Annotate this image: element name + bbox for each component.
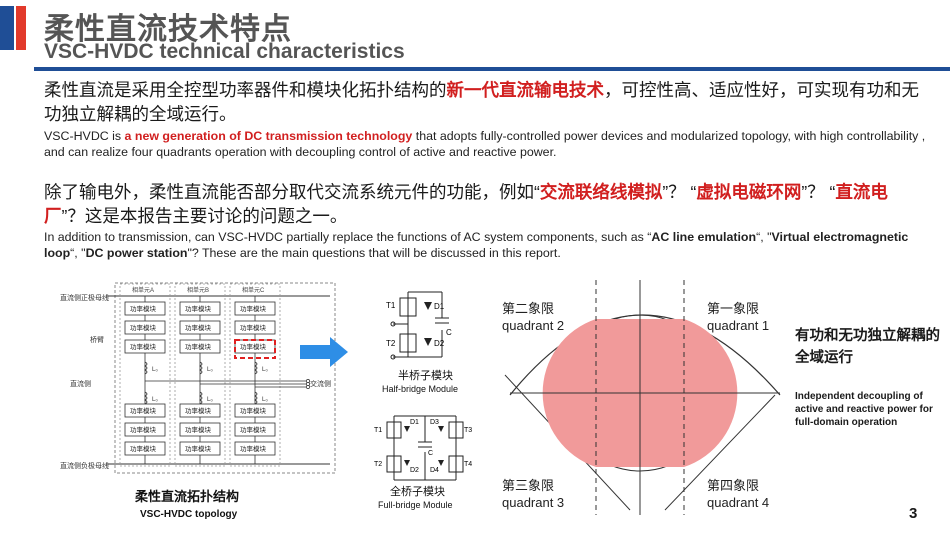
power-module bbox=[234, 320, 276, 335]
full-t1-label: T1 bbox=[374, 427, 382, 434]
quadrant-3-label-cn: 第三象限 bbox=[502, 478, 554, 493]
phase-unit-label: 相单元C bbox=[242, 286, 265, 294]
inductor bbox=[254, 361, 258, 375]
side-note-cn: 有功和无功独立解耦的全域运行 bbox=[795, 328, 940, 366]
full-d1-label: D1 bbox=[410, 419, 419, 426]
inductor bbox=[254, 391, 258, 405]
power-module-label: 功率模块 bbox=[240, 304, 267, 313]
vsc-hvdc-topology-diagram: 相单元A功率模块功率模块功率模块功率模块功率模块功率模块L₀L₀相单元B功率模块… bbox=[60, 282, 336, 520]
side-note-en: Independent decoupling of active and rea… bbox=[795, 391, 933, 428]
power-module bbox=[124, 422, 166, 437]
full-t4-label: T4 bbox=[464, 461, 472, 468]
half-d2-label: D2 bbox=[434, 339, 445, 348]
power-module-label: 功率模块 bbox=[240, 342, 267, 351]
title-rule bbox=[34, 67, 950, 71]
inductor-label: L₀ bbox=[207, 367, 213, 373]
inductor-label: L₀ bbox=[152, 367, 158, 373]
half-bridge-caption-en: Half-bridge Module bbox=[382, 384, 458, 394]
half-d1-label: D1 bbox=[434, 302, 445, 311]
power-module-label: 功率模块 bbox=[185, 406, 212, 415]
power-module bbox=[234, 422, 276, 437]
power-module bbox=[234, 301, 276, 316]
power-module bbox=[179, 320, 221, 335]
logo-icon bbox=[0, 6, 26, 50]
half-t2-label: T2 bbox=[386, 339, 396, 348]
power-module-label: 功率模块 bbox=[130, 304, 157, 313]
power-module bbox=[124, 441, 166, 456]
quadrant-2-label-cn: 第二象限 bbox=[502, 301, 554, 316]
inductor-label: L₀ bbox=[262, 367, 268, 373]
inductor bbox=[199, 391, 203, 405]
ac-terminal bbox=[306, 385, 310, 389]
page-title: 柔性直流技术特点 bbox=[44, 13, 292, 46]
highlighted-power-module bbox=[234, 339, 276, 359]
power-module bbox=[234, 441, 276, 456]
power-module bbox=[179, 422, 221, 437]
power-module-label: 功率模块 bbox=[240, 444, 267, 453]
power-module-label: 功率模块 bbox=[185, 425, 212, 434]
full-t3-label: T3 bbox=[464, 427, 472, 434]
power-module bbox=[179, 301, 221, 316]
full-t2-label: T2 bbox=[374, 461, 382, 468]
full-d4-label: D4 bbox=[430, 467, 439, 474]
power-module-label: 功率模块 bbox=[185, 444, 212, 453]
phase-unit-label: 相单元A bbox=[132, 286, 154, 294]
pq-quadrant-diagram: 第二象限 quadrant 2 第一象限 quadrant 1 第三象限 qua… bbox=[502, 280, 781, 515]
full-d3-label: D3 bbox=[430, 419, 439, 426]
quadrant-4-label-cn: 第四象限 bbox=[707, 478, 759, 493]
right-arrow-icon bbox=[300, 337, 348, 367]
topology-caption-en: VSC-HVDC topology bbox=[140, 509, 238, 520]
full-bridge-caption-cn: 全桥子模块 bbox=[390, 484, 445, 498]
full-bridge-caption-en: Full-bridge Module bbox=[378, 500, 453, 510]
inductor bbox=[144, 361, 148, 375]
page-subtitle: VSC-HVDC technical characteristics bbox=[44, 40, 405, 63]
dc-side-label: 直流侧 bbox=[70, 379, 91, 388]
quadrant-1-label-en: quadrant 1 bbox=[707, 318, 769, 333]
power-module-label: 功率模块 bbox=[240, 425, 267, 434]
half-bridge-caption-cn: 半桥子模块 bbox=[398, 368, 453, 382]
power-module-label: 功率模块 bbox=[185, 323, 212, 332]
full-c-label: C bbox=[428, 450, 433, 457]
power-module bbox=[124, 339, 166, 354]
inductor bbox=[144, 391, 148, 405]
phase-unit-label: 相单元B bbox=[187, 286, 209, 294]
power-module-label: 功率模块 bbox=[130, 444, 157, 453]
power-module-label: 功率模块 bbox=[130, 406, 157, 415]
inductor-label: L₀ bbox=[262, 397, 268, 403]
page-number: 3 bbox=[909, 505, 918, 522]
half-t1-label: T1 bbox=[386, 301, 396, 310]
power-module bbox=[179, 441, 221, 456]
ac-side-label: 交流侧 bbox=[310, 379, 331, 388]
quadrant-3-label-en: quadrant 3 bbox=[502, 495, 564, 510]
intro-paragraph-cn: 柔性直流是采用全控型功率器件和模块化拓扑结构的新一代直流输电技术，可控性高、适应… bbox=[44, 80, 919, 124]
full-bridge-module-diagram: T1 T2 T3 T4 D1 D2 D3 D4 C 全桥子模块 Full-bri… bbox=[374, 415, 472, 510]
arm-label: 桥臂 bbox=[90, 335, 104, 344]
power-module bbox=[124, 320, 166, 335]
inductor-label: L₀ bbox=[152, 397, 158, 403]
quadrant-4-label-en: quadrant 4 bbox=[707, 495, 769, 510]
power-module-label: 功率模块 bbox=[185, 342, 212, 351]
full-d2-label: D2 bbox=[410, 467, 419, 474]
dc-positive-bus-label: 直流侧正极母线 bbox=[60, 293, 109, 302]
power-module-label: 功率模块 bbox=[130, 342, 157, 351]
quadrant-1-label-cn: 第一象限 bbox=[707, 301, 759, 316]
dc-negative-bus-label: 直流侧负极母线 bbox=[60, 461, 109, 470]
power-module-label: 功率模块 bbox=[185, 304, 212, 313]
half-c-label: C bbox=[446, 328, 452, 337]
topology-caption-cn: 柔性直流拓扑结构 bbox=[134, 489, 239, 504]
power-module-label: 功率模块 bbox=[130, 323, 157, 332]
half-bridge-module-diagram: T1 T2 D1 D2 C 半桥子模块 Half-bridge Module bbox=[382, 291, 458, 394]
power-module-label: 功率模块 bbox=[130, 425, 157, 434]
inductor-label: L₀ bbox=[207, 397, 213, 403]
power-module bbox=[179, 339, 221, 354]
inductor bbox=[199, 361, 203, 375]
power-module-label: 功率模块 bbox=[240, 406, 267, 415]
quadrant-2-label-en: quadrant 2 bbox=[502, 318, 564, 333]
question-paragraph-en: In addition to transmission, can VSC-HVD… bbox=[44, 230, 909, 260]
intro-paragraph-en: VSC-HVDC is a new generation of DC trans… bbox=[44, 129, 926, 159]
power-module-label: 功率模块 bbox=[240, 323, 267, 332]
power-module bbox=[124, 301, 166, 316]
question-paragraph-cn: 除了输电外，柔性直流能否部分取代交流系统元件的功能，例如“交流联络线模拟”？ “… bbox=[44, 182, 888, 226]
